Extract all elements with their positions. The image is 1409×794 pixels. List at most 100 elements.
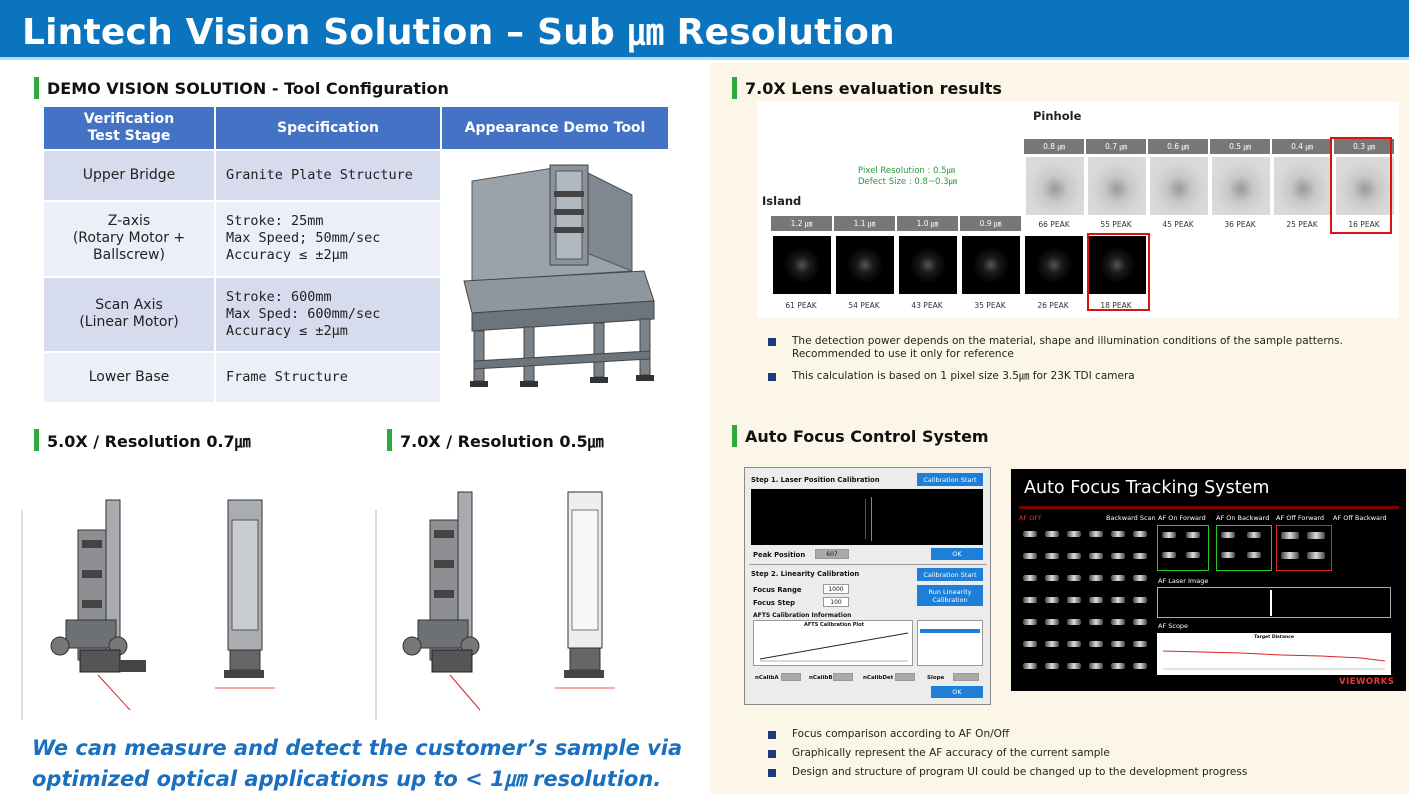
step2-label: Step 2. Linearity Calibration [751, 570, 860, 578]
scan-spot [1023, 531, 1037, 537]
af-calibration-window: Step 1. Laser Position Calibration Calib… [744, 467, 991, 705]
spec-cell: Granite Plate Structure [216, 151, 440, 200]
ncalib-det-value [895, 673, 915, 681]
lens-eval-heading-text: 7.0X Lens evaluation results [745, 78, 1002, 98]
scan-spot [1247, 552, 1261, 558]
pinhole-peak-label: 66 PEAK [1038, 220, 1070, 229]
island-peak-label: 26 PEAK [1037, 301, 1069, 310]
scan-spot [1111, 641, 1125, 647]
focus-step-input[interactable]: 100 [823, 597, 849, 607]
slope-label: Slope [927, 675, 945, 681]
laser-marker-red [865, 499, 866, 539]
scan-spot [1067, 619, 1081, 625]
stage-cell: Upper Bridge [44, 151, 214, 200]
pinhole-size-header: 0.8 ㎛ [1024, 139, 1084, 154]
ok-button-2[interactable]: OK [931, 686, 983, 698]
af-scope-line [1162, 650, 1386, 670]
stage-cell: Z-axis (Rotary Motor + Ballscrew) [44, 202, 214, 276]
scan-spot [1281, 552, 1299, 559]
island-sample-image [962, 236, 1020, 294]
table-row: Scan Axis (Linear Motor) Stroke: 600mm M… [44, 277, 668, 351]
pinhole-sample-image [1336, 157, 1394, 215]
page-title: Lintech Vision Solution – Sub ㎛ Resoluti… [22, 12, 895, 53]
pinhole-peak-label: 25 PEAK [1286, 220, 1318, 229]
pinhole-peak-label: 36 PEAK [1224, 220, 1256, 229]
scan-spot [1133, 641, 1147, 647]
tagline: We can measure and detect the customer’s… [32, 736, 683, 791]
scan-spot [1089, 531, 1103, 537]
note-item: This calculation is based on 1 pixel siz… [768, 370, 1388, 383]
af-laser-image-label: AF Laser Image [1158, 577, 1209, 585]
scan-spot [1067, 663, 1081, 669]
ok-button[interactable]: OK [931, 548, 983, 560]
focus-range-input[interactable]: 1000 [823, 584, 849, 594]
table-row: Upper Bridge Granite Plate Structure [44, 151, 668, 402]
scan-spot [1111, 597, 1125, 603]
step1-label: Step 1. Laser Position Calibration [751, 476, 880, 484]
pinhole-sample-image [1274, 157, 1332, 215]
scan-spot [1111, 575, 1125, 581]
ncalib-b-label: nCalibB [809, 675, 833, 681]
scan-spot [1045, 663, 1059, 669]
accent-bar [34, 77, 39, 99]
demo-heading-text: DEMO VISION SOLUTION - Tool Configuratio… [47, 78, 449, 98]
calibration-start-button[interactable]: Calibration Start [917, 473, 983, 486]
ncalib-b-value [833, 673, 853, 681]
lens5-heading-text: 5.0X / Resolution 0.7㎛ [47, 432, 251, 451]
af-scope-label: AF Scope [1158, 622, 1189, 630]
peak-position-value: 607 [815, 549, 849, 559]
scan-spot [1111, 553, 1125, 559]
scan-spot [1067, 575, 1081, 581]
island-peak-label: 43 PEAK [911, 301, 943, 310]
scan-spot [1221, 552, 1235, 558]
scan-spot [1221, 532, 1235, 538]
vieworks-logo: VIEWORKS [1339, 677, 1395, 687]
stage-cell: Scan Axis (Linear Motor) [44, 277, 214, 351]
scan-spot [1133, 531, 1147, 537]
pinhole-peak-label: 55 PEAK [1100, 220, 1132, 229]
table-header-row: Verification Test Stage Specification Ap… [44, 107, 668, 149]
pinhole-sample-image [1088, 157, 1146, 215]
pinhole-size-header: 0.6 ㎛ [1148, 139, 1208, 154]
scan-spot [1133, 553, 1147, 559]
af-off-backward-label: AF Off Backward [1333, 514, 1387, 522]
scan-spot [1133, 575, 1147, 581]
scan-spot [1045, 597, 1059, 603]
title-banner: Lintech Vision Solution – Sub ㎛ Resoluti… [0, 0, 1409, 60]
pinhole-sample-image [1026, 157, 1084, 215]
note-item: Graphically represent the AF accuracy of… [768, 747, 1388, 760]
af-off-scan-grid [1019, 525, 1153, 685]
pinhole-peak-label: 45 PEAK [1162, 220, 1194, 229]
island-peak-label: 18 PEAK [1100, 301, 1132, 310]
lens-eval-figure: Pinhole Island Pixel Resolution : 0.5㎛ D… [757, 102, 1399, 318]
pixel-info: Pixel Resolution : 0.5㎛ Defect Size : 0.… [858, 166, 957, 188]
scan-spot [1089, 553, 1103, 559]
scan-spot [1186, 532, 1200, 538]
af-scope-plot: Target Distance [1157, 633, 1391, 675]
scan-spot [1045, 553, 1059, 559]
afts-plot-title: AFTS Calibration Plot [804, 622, 864, 628]
note-item: The detection power depends on the mater… [768, 335, 1388, 361]
island-size-header: 1.2 ㎛ [771, 216, 832, 231]
afts-data-table [917, 620, 983, 666]
scan-spot [1089, 663, 1103, 669]
defect-size: Defect Size : 0.8~0.3㎛ [858, 177, 958, 187]
island-size-header: 0.9 ㎛ [960, 216, 1021, 231]
run-linearity-button[interactable]: Run Linearity Calibration [917, 585, 983, 606]
lens5-heading: 5.0X / Resolution 0.7㎛ [34, 429, 251, 451]
backward-scan-label: Backward Scan [1106, 514, 1156, 522]
calibration-start-button-2[interactable]: Calibration Start [917, 568, 983, 581]
island-label: Island [762, 194, 802, 208]
scan-spot [1162, 532, 1176, 538]
scan-spot [1186, 552, 1200, 558]
scan-spot [1045, 619, 1059, 625]
ncalib-a-value [781, 673, 801, 681]
af-on-forward-label: AF On Forward [1158, 514, 1206, 522]
scan-spot [1067, 531, 1081, 537]
pinhole-sample-image [1212, 157, 1270, 215]
af-tracking-panel: Auto Focus Tracking System AF OFF Backwa… [1011, 469, 1406, 691]
lens5-drawing [21, 499, 275, 720]
selected-row [920, 629, 980, 633]
scan-spot [1111, 663, 1125, 669]
af-heading: Auto Focus Control System [732, 425, 989, 447]
